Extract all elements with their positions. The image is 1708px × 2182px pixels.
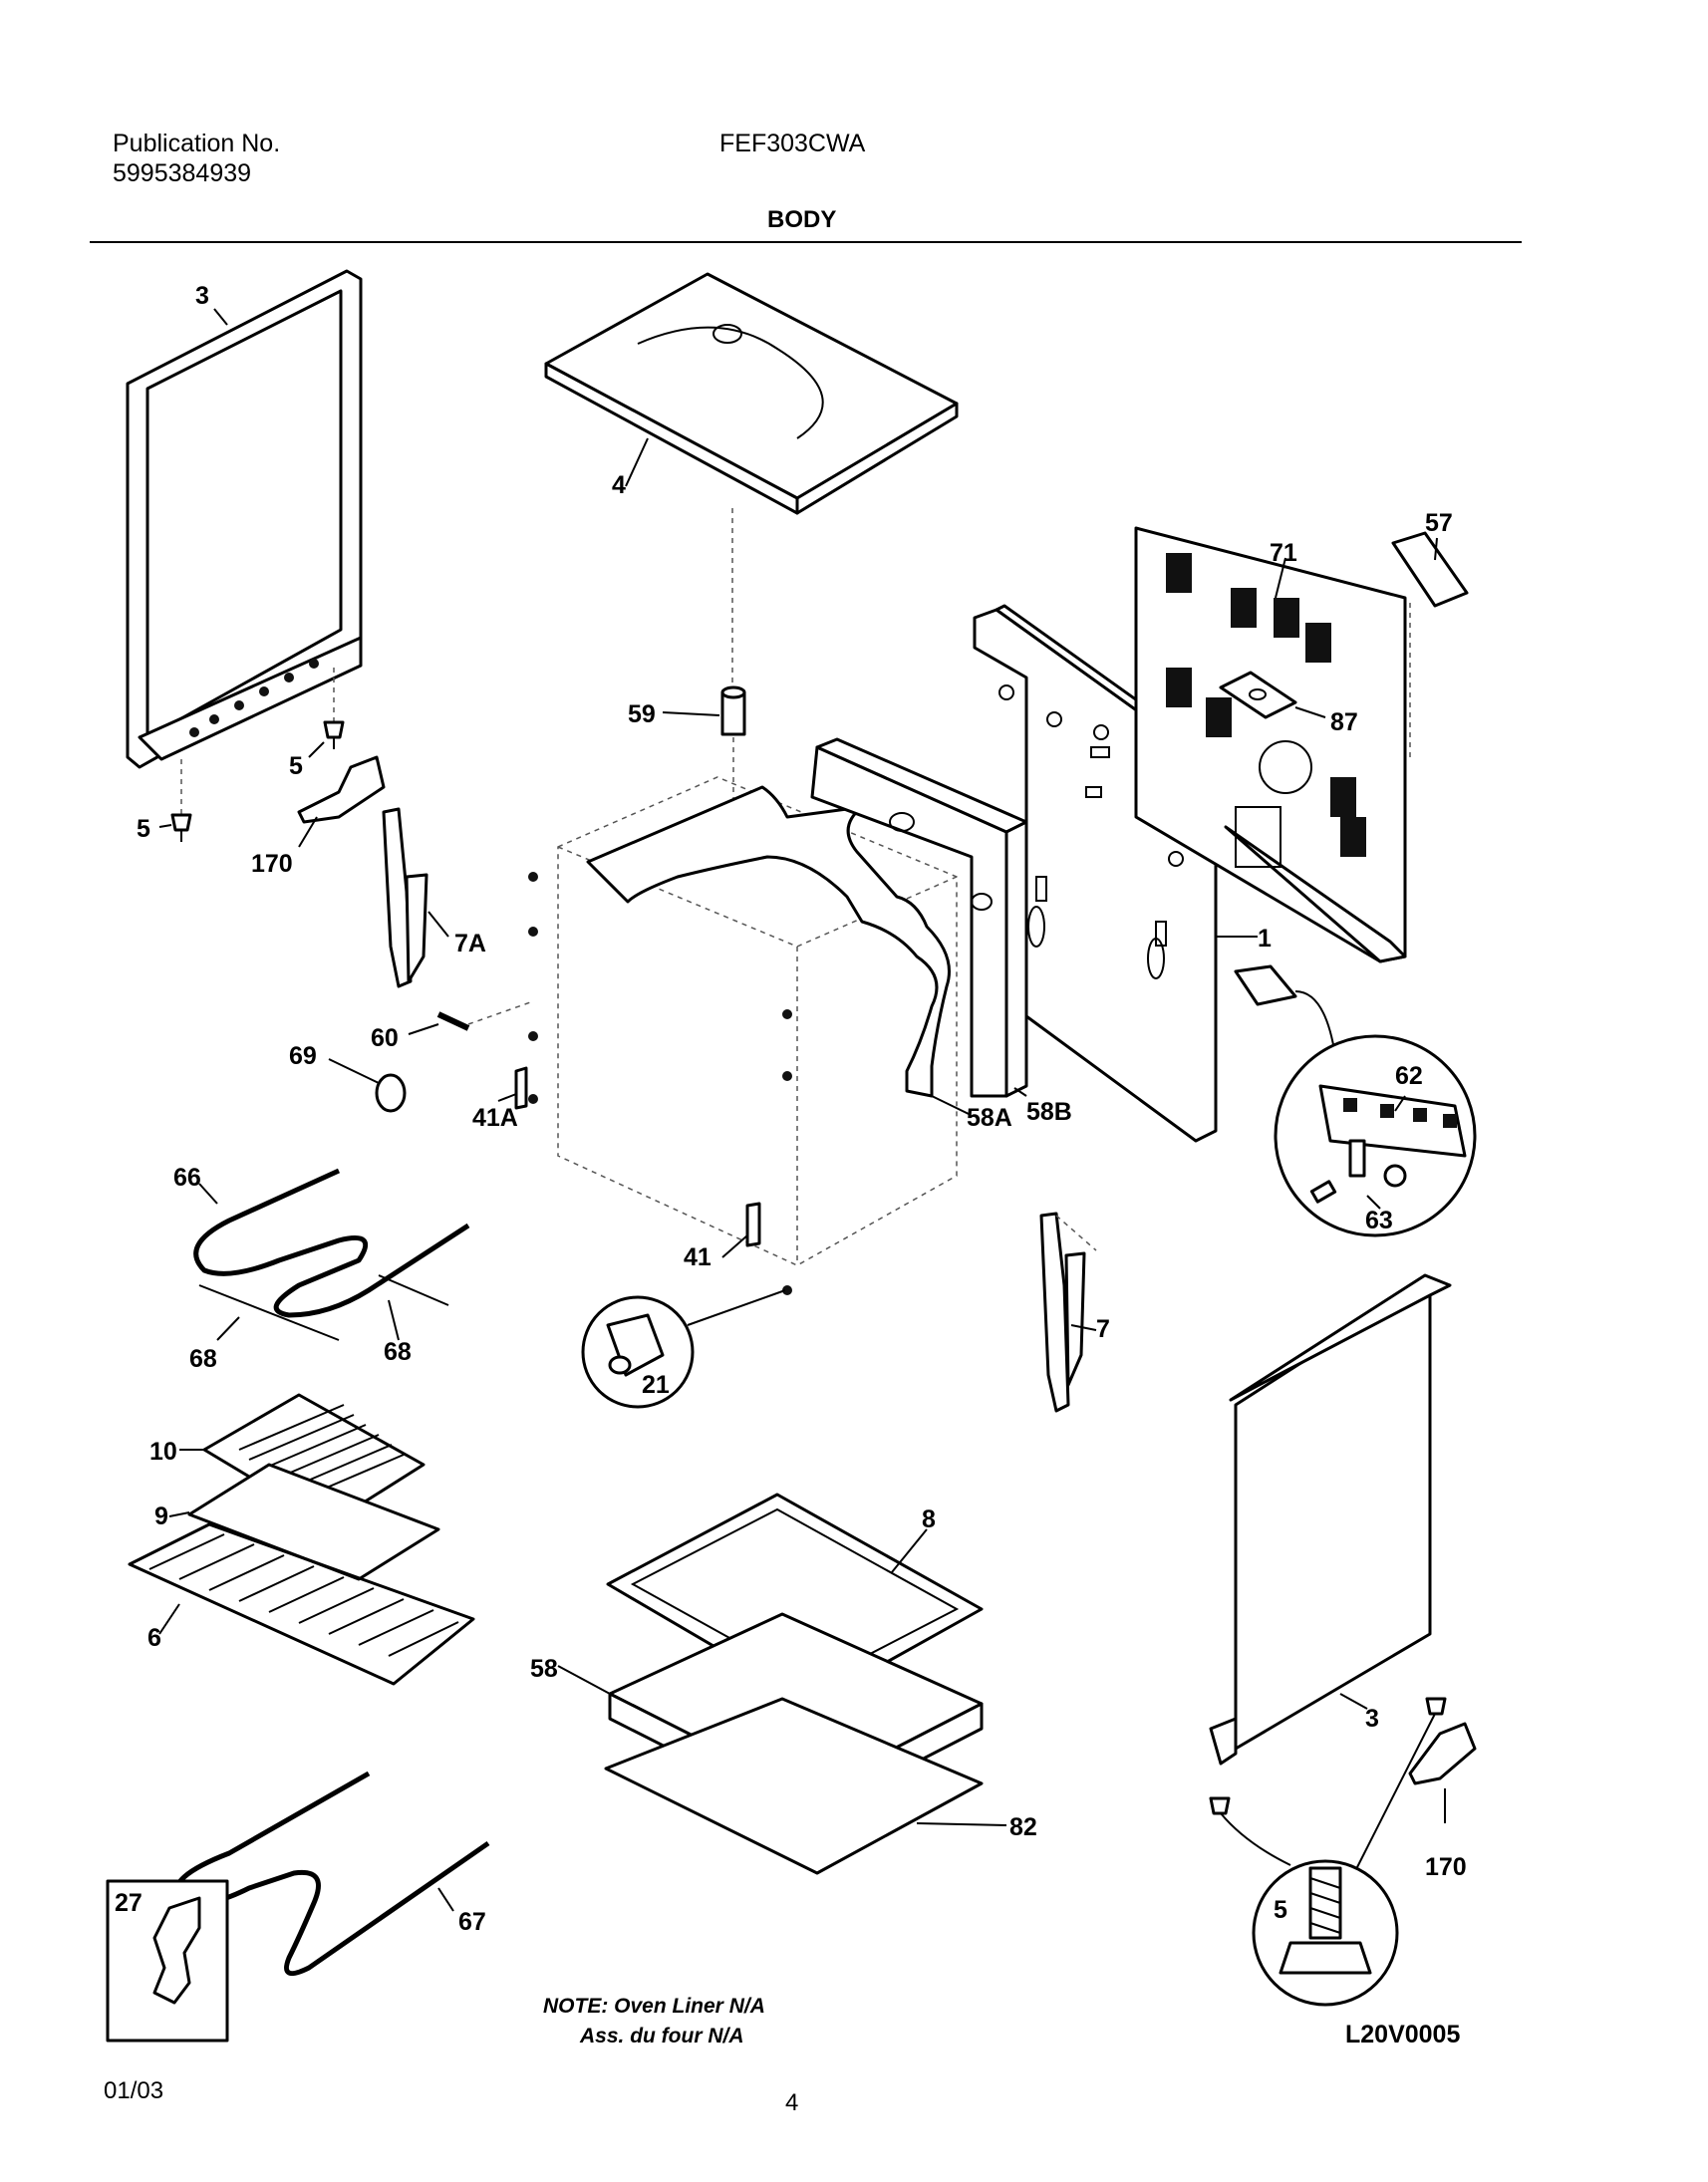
drawing-code: L20V0005 — [1345, 2021, 1460, 2048]
page-number: 4 — [785, 2089, 799, 2116]
part-4-top-panel — [544, 272, 959, 687]
callout-58A: 58A — [967, 1104, 1012, 1132]
callout-69: 69 — [289, 1042, 317, 1070]
callout-labels: 3 4 57 71 87 59 5 5 170 7A 1 60 69 62 41… — [115, 282, 1467, 1936]
callout-7: 7 — [1096, 1315, 1110, 1343]
callout-21: 21 — [642, 1371, 670, 1399]
note-line-2: Ass. du four N/A — [579, 2025, 744, 2047]
callout-41: 41 — [684, 1243, 712, 1271]
callout-10: 10 — [149, 1438, 177, 1466]
callout-66: 66 — [173, 1164, 201, 1192]
callout-41A: 41A — [472, 1104, 518, 1132]
publication-label: Publication No. — [113, 130, 281, 157]
callout-5-a: 5 — [289, 752, 303, 780]
callout-63: 63 — [1365, 1207, 1393, 1234]
header-rule — [90, 241, 1522, 243]
callout-59: 59 — [628, 700, 656, 728]
part-5-leveling-leg-detail — [1209, 1697, 1447, 2007]
callout-27: 27 — [115, 1889, 142, 1917]
part-170-anti-tip-bracket-right — [1408, 1722, 1477, 1823]
part-21-detail — [581, 1289, 786, 1409]
callout-68-left: 68 — [189, 1345, 217, 1373]
callout-87: 87 — [1330, 708, 1358, 736]
callout-62: 62 — [1395, 1062, 1423, 1090]
callout-60: 60 — [371, 1024, 399, 1052]
callout-68-right: 68 — [384, 1338, 412, 1366]
callout-4: 4 — [612, 471, 626, 499]
callout-8: 8 — [922, 1505, 936, 1533]
part-57-label-plate — [1391, 531, 1469, 757]
part-71-rear-cover — [1134, 526, 1407, 963]
part-3-right-side-panel — [1209, 1273, 1452, 1766]
part-87-bracket — [1219, 671, 1326, 719]
callout-5-b: 5 — [137, 815, 150, 843]
part-58A-58B-insulation — [586, 737, 1028, 1115]
part-6-oven-rack — [128, 1522, 475, 1686]
callout-6: 6 — [147, 1624, 161, 1652]
part-69-plug — [328, 1058, 407, 1113]
section-title: BODY — [767, 206, 837, 233]
part-60-stud — [408, 1000, 534, 1035]
callout-9: 9 — [154, 1502, 168, 1530]
part-41A-clip — [497, 1066, 528, 1110]
callout-7A: 7A — [454, 930, 486, 957]
callout-67: 67 — [458, 1908, 486, 1936]
callout-58: 58 — [530, 1655, 558, 1683]
part-7-hinge-right — [1039, 1212, 1097, 1413]
callout-58B: 58B — [1026, 1098, 1072, 1126]
part-59-post — [662, 685, 746, 802]
footer-date: 01/03 — [104, 2077, 164, 2104]
part-7A-hinge-left — [382, 807, 449, 988]
part-41-clip — [721, 1202, 761, 1258]
callout-170-right: 170 — [1425, 1853, 1467, 1881]
part-5-leveling-screws — [158, 668, 345, 842]
callout-1: 1 — [1258, 925, 1272, 953]
part-62-terminal-block — [1234, 964, 1477, 1237]
part-170-anti-tip-bracket-left — [297, 755, 386, 848]
callout-3-top: 3 — [195, 282, 209, 310]
callout-82: 82 — [1009, 1813, 1037, 1841]
note-line-1: NOTE: Oven Liner N/A — [543, 1995, 765, 2018]
part-3-left-side-panel — [126, 269, 363, 769]
callout-3-bottom: 3 — [1365, 1705, 1379, 1733]
callout-170-left: 170 — [251, 850, 293, 878]
callout-71: 71 — [1270, 539, 1297, 567]
model-number: FEF303CWA — [719, 130, 866, 157]
part-82-bottom-panel — [604, 1697, 1007, 1875]
part-27-inset — [106, 1879, 229, 2043]
callout-57: 57 — [1425, 509, 1453, 537]
part-66-broil-element — [193, 1168, 470, 1341]
publication-number: 5995384939 — [113, 159, 252, 187]
callout-5-detail: 5 — [1274, 1896, 1287, 1924]
